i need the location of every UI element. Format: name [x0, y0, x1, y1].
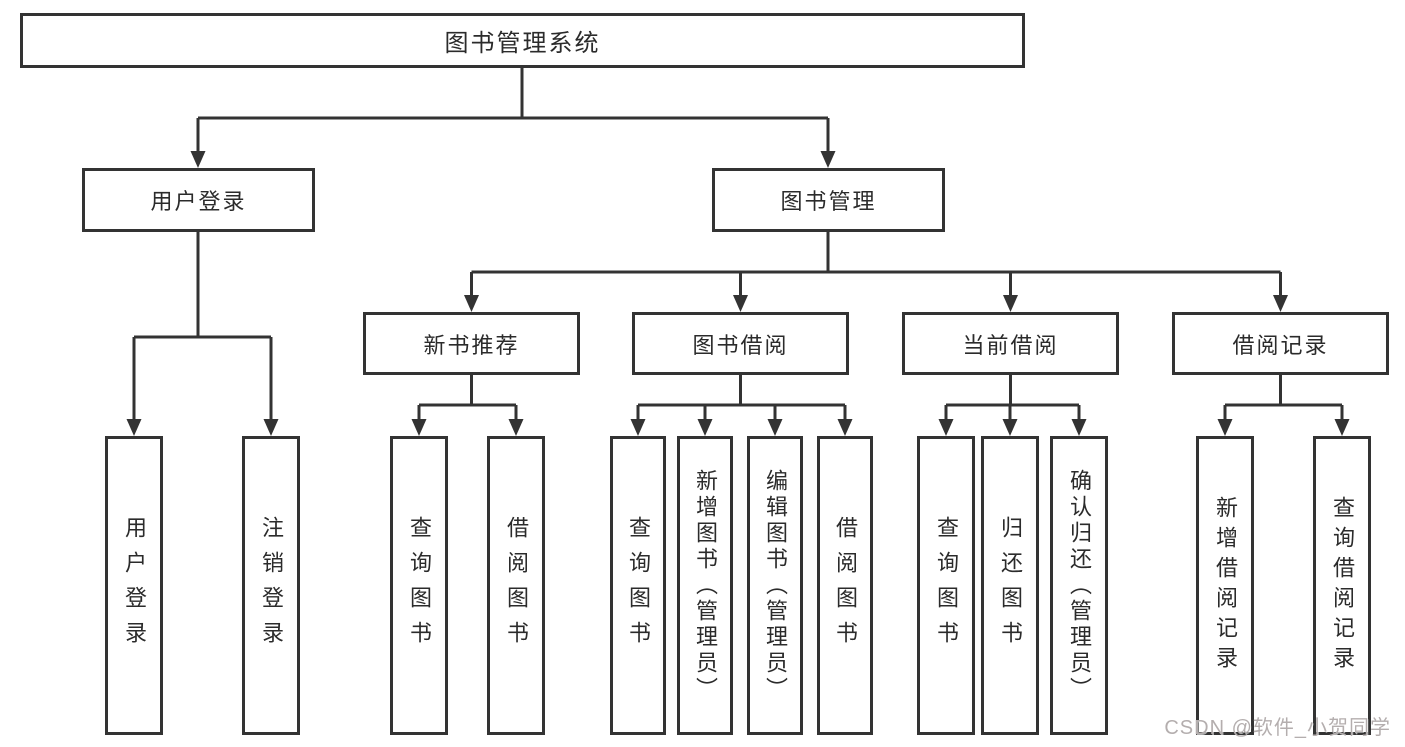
leaf-borrow-books-borrowing: 借阅图书 [817, 436, 873, 735]
node-new-book-recommend: 新书推荐 [363, 312, 580, 375]
leaf-return-books: 归还图书 [981, 436, 1039, 735]
node-label: 借阅记录 [1232, 332, 1329, 358]
watermark-text: CSDN @软件_小贺同学 [1164, 717, 1391, 739]
node-book-management: 图书管理 [712, 168, 945, 232]
leaf-query-books-recommend: 查询图书 [390, 436, 448, 735]
node-label: 图书借阅 [692, 332, 789, 358]
leaf-label: 新增借阅记录 [1213, 495, 1238, 676]
leaf-add-borrow-record: 新增借阅记录 [1196, 436, 1254, 735]
leaf-label: 注销登录 [259, 515, 284, 656]
leaf-query-books-current: 查询图书 [917, 436, 975, 735]
leaf-label: 查询图书 [934, 515, 959, 656]
leaf-borrow-books-recommend: 借阅图书 [487, 436, 545, 735]
node-label: 图书管理 [780, 189, 877, 214]
leaf-query-books-borrowing: 查询图书 [610, 436, 666, 735]
node-label: 用户登录 [150, 189, 247, 214]
node-user-login: 用户登录 [82, 168, 315, 232]
leaf-label: 编辑图书（管理员） [763, 468, 788, 703]
leaf-label: 确认归还（管理员） [1067, 468, 1092, 703]
node-label: 新书推荐 [423, 332, 520, 358]
connector-lines [132, 68, 1344, 421]
leaf-label: 查询图书 [626, 515, 651, 656]
leaf-confirm-return-admin: 确认归还（管理员） [1050, 436, 1108, 735]
node-library-management-system: 图书管理系统 [20, 13, 1025, 68]
leaf-logout: 注销登录 [242, 436, 300, 735]
leaf-label: 用户登录 [122, 515, 147, 656]
leaf-edit-books-admin: 编辑图书（管理员） [747, 436, 803, 735]
leaf-label: 归还图书 [998, 515, 1023, 656]
leaf-label: 借阅图书 [833, 515, 858, 656]
node-label: 图书管理系统 [444, 30, 601, 57]
leaf-query-borrow-record: 查询借阅记录 [1313, 436, 1371, 735]
leaf-label: 查询借阅记录 [1330, 495, 1355, 676]
arrowhead-icons [126, 151, 1350, 436]
node-borrowing-records: 借阅记录 [1172, 312, 1389, 375]
leaf-label: 借阅图书 [504, 515, 529, 656]
leaf-label: 新增图书（管理员） [693, 468, 718, 703]
leaf-user-login: 用户登录 [105, 436, 163, 735]
node-book-borrowing: 图书借阅 [632, 312, 849, 375]
leaf-add-books-admin: 新增图书（管理员） [677, 436, 733, 735]
leaf-label: 查询图书 [407, 515, 432, 656]
node-label: 当前借阅 [962, 332, 1059, 358]
node-current-borrowing: 当前借阅 [902, 312, 1119, 375]
